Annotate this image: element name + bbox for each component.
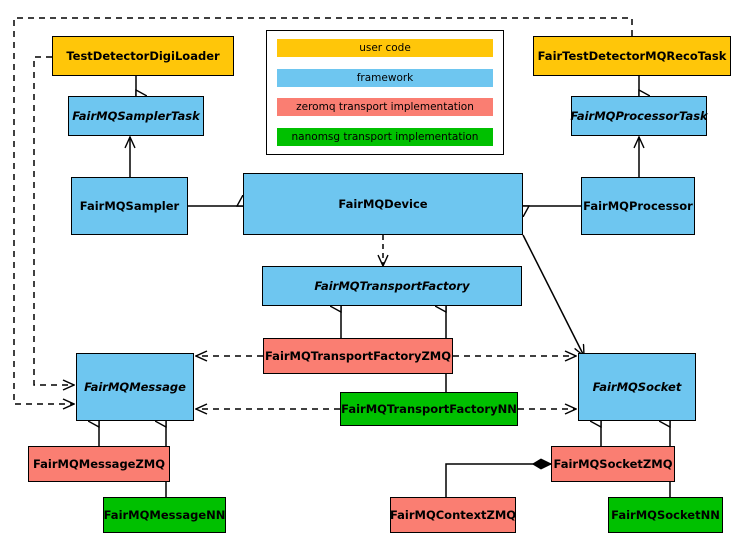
class-node-testdetectordigiloader[interactable]: TestDetectorDigiLoader xyxy=(52,36,234,76)
legend-item-nanomsg: nanomsg transport implementation xyxy=(277,127,493,146)
class-node-fairmqprocessor[interactable]: FairMQProcessor xyxy=(581,177,695,235)
class-node-fairmqtransportfactory[interactable]: FairMQTransportFactory xyxy=(262,266,522,306)
edge-device-socket xyxy=(522,234,584,356)
class-node-fairmqcontextzmq[interactable]: FairMQContextZMQ xyxy=(390,497,516,533)
class-node-fairmqmessagenn[interactable]: FairMQMessageNN xyxy=(103,497,226,533)
class-node-fairmqsamplertask[interactable]: FairMQSamplerTask xyxy=(68,96,204,136)
class-node-fairmqsocket[interactable]: FairMQSocket xyxy=(578,353,696,421)
class-node-fairmqsampler[interactable]: FairMQSampler xyxy=(71,177,188,235)
class-node-fairmqtransportfactoryzmq[interactable]: FairMQTransportFactoryZMQ xyxy=(263,338,453,374)
class-node-fairmqmessagezmq[interactable]: FairMQMessageZMQ xyxy=(28,446,170,482)
class-node-fairmqsocketnn[interactable]: FairMQSocketNN xyxy=(608,497,723,533)
legend-item-zeromq: zeromq transport implementation xyxy=(277,98,493,117)
legend-item-user-code: user code xyxy=(277,39,493,57)
legend: user code framework zeromq transport imp… xyxy=(266,30,504,155)
class-node-fairmqprocessortask[interactable]: FairMQProcessorTask xyxy=(570,96,708,136)
edge-contextzmq-socketzmq xyxy=(445,464,551,497)
class-node-fairmqmessage[interactable]: FairMQMessage xyxy=(76,353,194,421)
class-node-fairmqdevice[interactable]: FairMQDevice xyxy=(243,173,523,235)
legend-item-framework: framework xyxy=(277,68,493,87)
class-node-fairmqsocketzmq[interactable]: FairMQSocketZMQ xyxy=(551,446,675,482)
class-node-fairmqtransportfactorynn[interactable]: FairMQTransportFactoryNN xyxy=(340,392,518,426)
class-node-fairtestdetectormqrecotask[interactable]: FairTestDetectorMQRecoTask xyxy=(533,36,731,76)
